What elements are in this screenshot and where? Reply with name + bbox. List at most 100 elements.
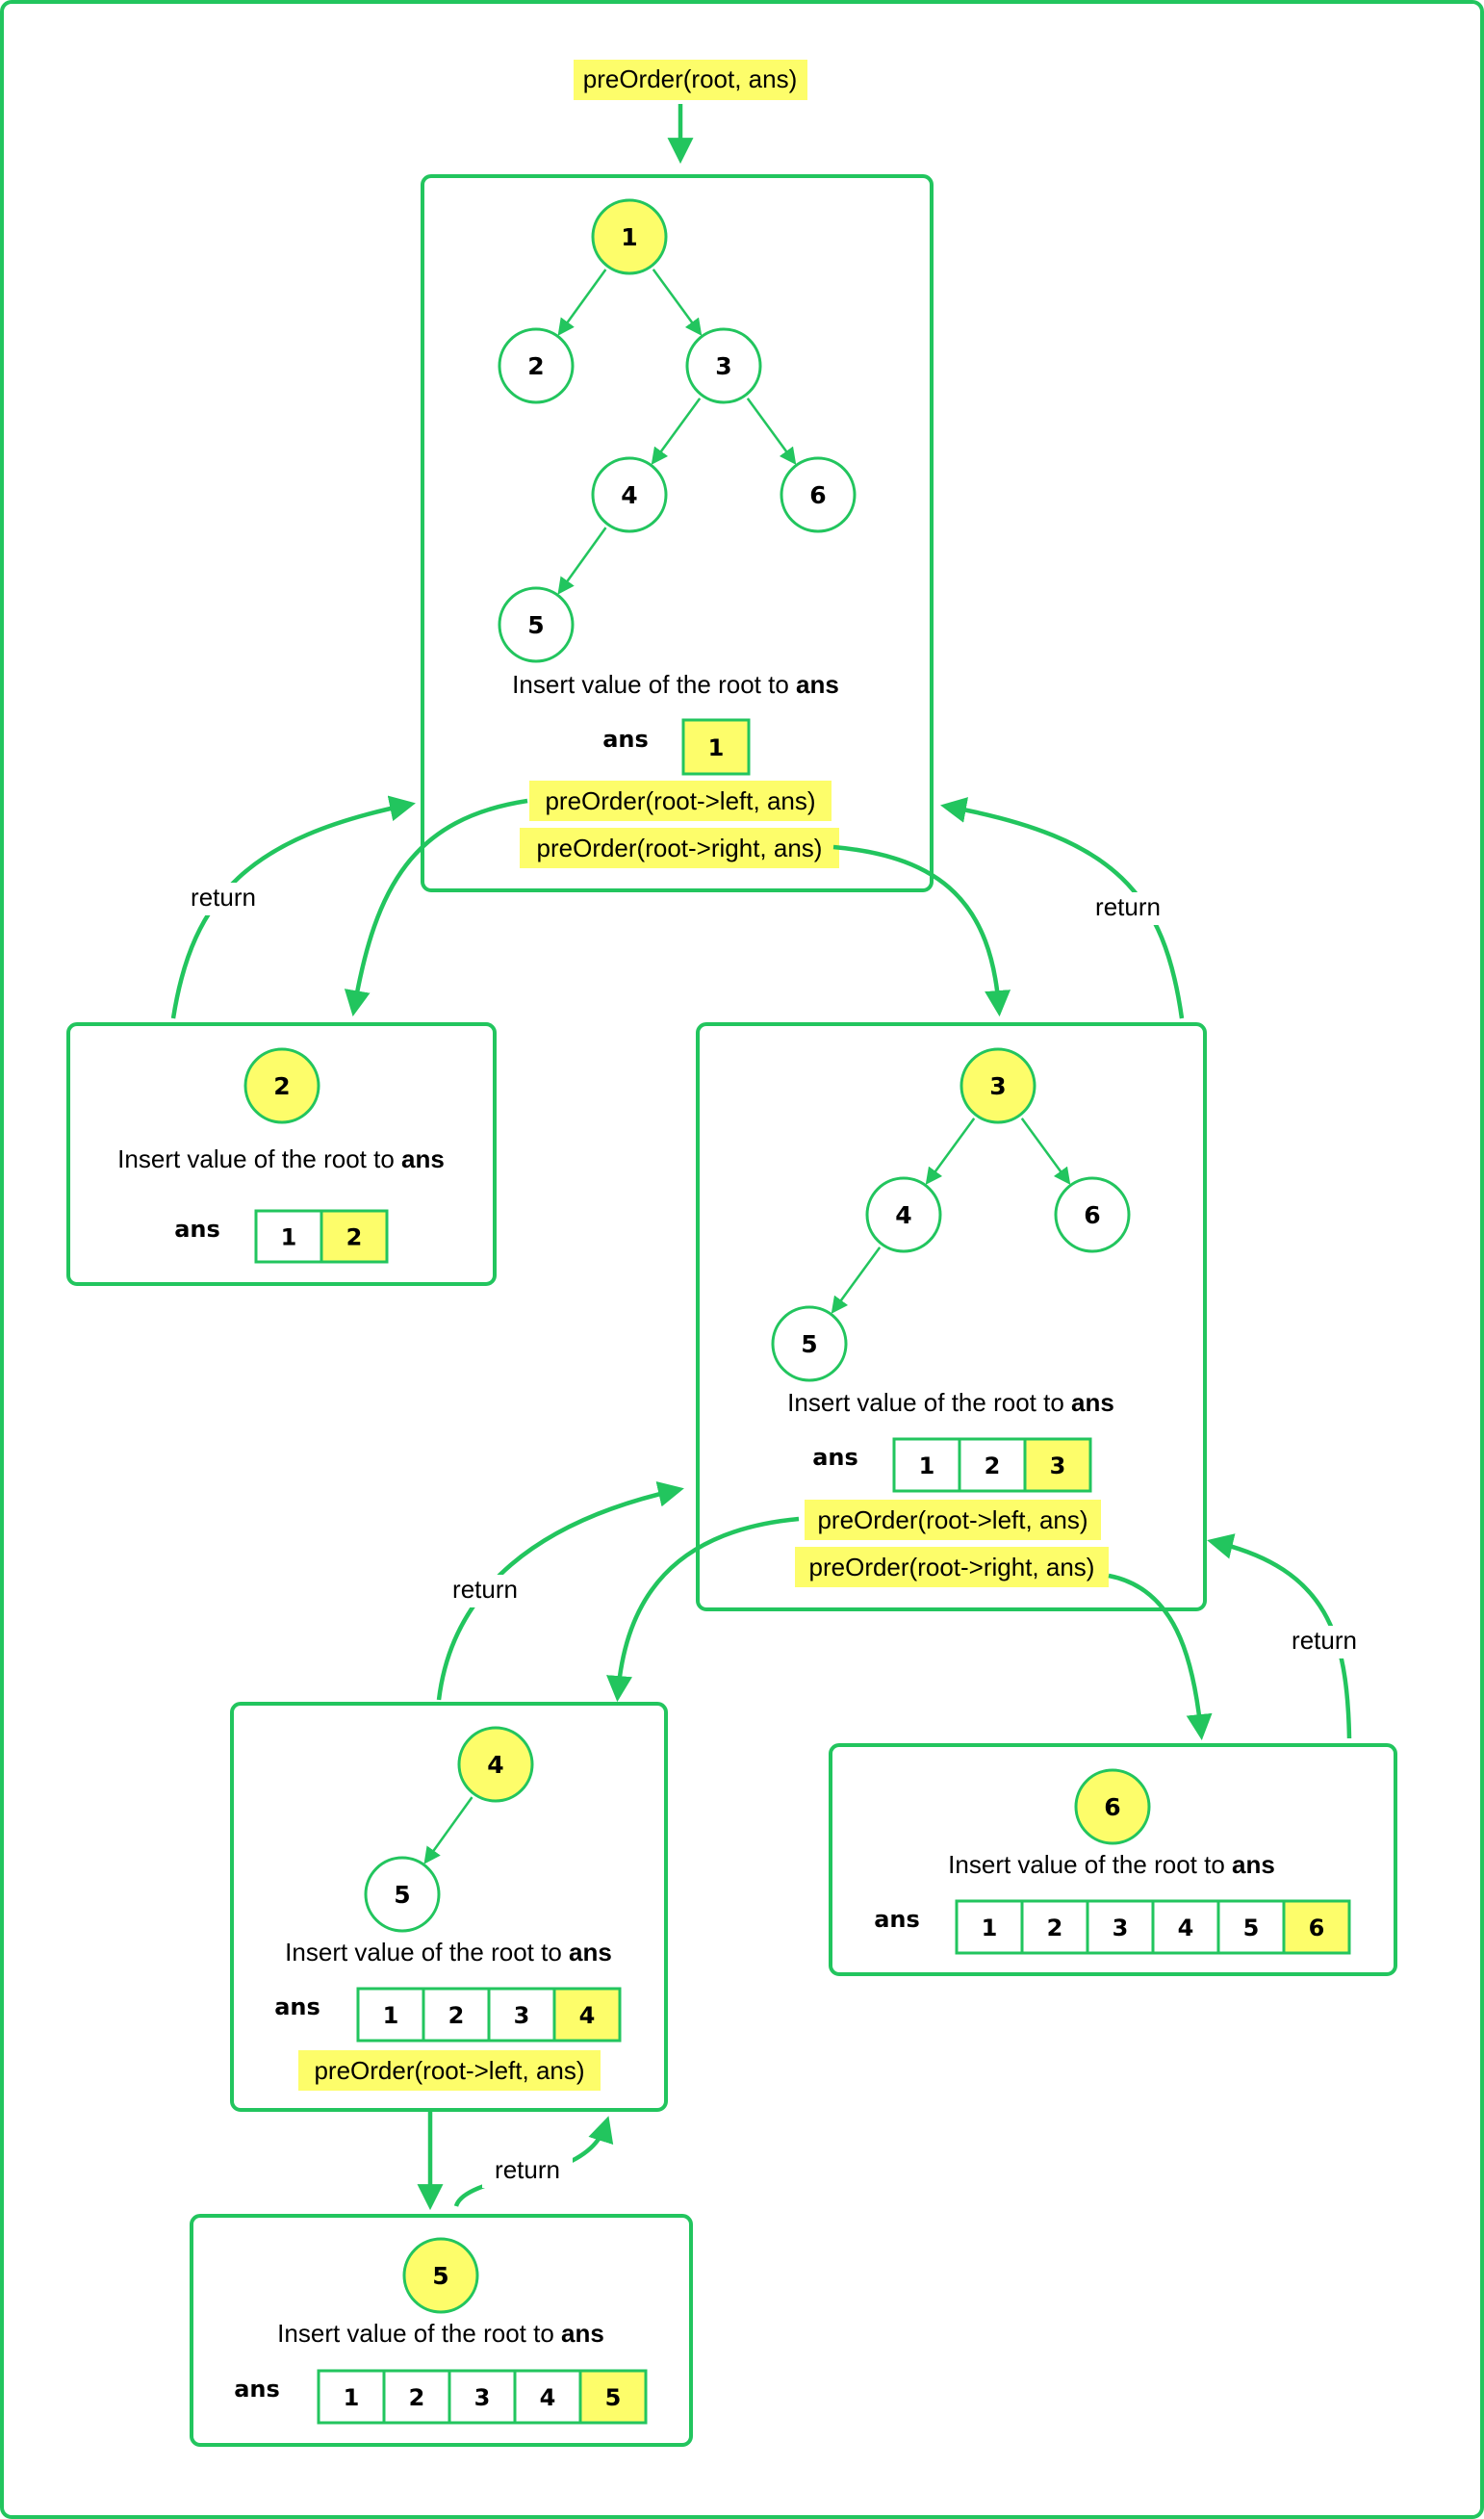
return-label: return [191, 883, 256, 912]
insert-caption-text: Insert value of the root to [512, 670, 796, 699]
tree-node-circle [591, 456, 668, 533]
return-arrow-3 [940, 797, 1185, 1019]
insert-caption-text: Insert value of the root to [285, 1938, 569, 1966]
return-label-bg [1279, 1626, 1369, 1658]
insert-caption-bold: ans [796, 670, 839, 699]
entry-call: preOrder(root, ans) [574, 60, 807, 100]
tree-node-value: 5 [432, 2262, 448, 2290]
ans-cell-value: 3 [474, 2384, 491, 2411]
tree-node-value: 1 [621, 223, 637, 251]
call-arrow-left-3 [606, 1516, 800, 1703]
tree-edge [557, 269, 607, 336]
tree-node-3: 3 [685, 327, 762, 404]
tree-edge [831, 1247, 882, 1314]
tree-node-3: 3 [959, 1047, 1036, 1124]
tree-node-value: 5 [527, 611, 544, 639]
ans-cell: 1 [892, 1437, 961, 1493]
tree-node-circle [243, 1047, 320, 1124]
ans-cell-value: 1 [708, 734, 725, 761]
ans-label: ans [234, 2376, 280, 2403]
ans-cell-value: 4 [540, 2384, 556, 2411]
tree-node-value: 6 [809, 481, 826, 509]
tree-node-value: 4 [487, 1751, 503, 1779]
tree-node-circle [780, 456, 857, 533]
insert-caption-bold: ans [1232, 1850, 1275, 1879]
tree-node-6: 6 [780, 456, 857, 533]
ans-label: ans [874, 1906, 920, 1933]
call-frame-box [696, 1022, 1207, 1611]
tree-node-4: 4 [865, 1176, 942, 1253]
ans-cell-value: 1 [982, 1915, 998, 1941]
call-frame-box [230, 1702, 668, 2112]
call-label: preOrder(root->left, ans) [545, 786, 815, 815]
tree-node-circle [771, 1305, 848, 1382]
insert-caption-bold: ans [401, 1144, 445, 1173]
insert-caption-bold: ans [569, 1938, 612, 1966]
tree-edge [651, 398, 702, 465]
ans-cell-value: 3 [514, 2002, 530, 2029]
ans-cell: 1 [356, 1987, 425, 2043]
call-label: preOrder(root->left, ans) [314, 2056, 584, 2085]
tree-node-circle [1074, 1768, 1151, 1845]
ans-cell: 3 [448, 2369, 517, 2425]
call-highlight [520, 828, 839, 868]
ans-cell-value: 2 [409, 2384, 425, 2411]
ans-cell-box [578, 2369, 648, 2425]
call-frame-box [66, 1022, 497, 1286]
tree-node-circle [959, 1047, 1036, 1124]
entry-call-label: preOrder(root, ans) [583, 64, 798, 93]
call-frame-box [190, 2214, 693, 2447]
ans-cell-value: 3 [1113, 1915, 1129, 1941]
call-arrow-right-3 [1108, 1573, 1213, 1741]
insert-caption: Insert value of the root to ans [285, 1938, 612, 1966]
tree-edge [557, 527, 607, 595]
ans-cell-value: 5 [605, 2384, 622, 2411]
ans-cell: 5 [578, 2369, 648, 2425]
ans-label: ans [812, 1444, 858, 1471]
ans-cell-value: 3 [1050, 1452, 1066, 1479]
ans-cell-value: 4 [1178, 1915, 1194, 1941]
tree-node-5: 5 [364, 1856, 441, 1933]
ans-cell: 1 [317, 2369, 386, 2425]
ans-cell-box [320, 1209, 389, 1264]
tree-node-5: 5 [771, 1305, 848, 1382]
ans-cell: 2 [422, 1987, 491, 2043]
insert-caption-text: Insert value of the root to [117, 1144, 401, 1173]
ans-cell: 2 [1020, 1899, 1089, 1955]
tree-edge [652, 269, 703, 336]
return-label-bg [1083, 892, 1173, 925]
ans-cell-box [1151, 1899, 1220, 1955]
ans-cell: 3 [1086, 1899, 1155, 1955]
tree-node-value: 2 [273, 1072, 290, 1100]
call-label: preOrder(root->right, ans) [809, 1553, 1095, 1581]
tree-node-circle [498, 327, 575, 404]
tree-node-1: 1 [591, 198, 668, 275]
ans-cell-box [487, 1987, 556, 2043]
ans-label: ans [602, 726, 649, 753]
tree-node-5: 5 [498, 586, 575, 663]
tree-node-value: 3 [715, 352, 731, 380]
ans-cell-box [552, 1987, 622, 2043]
tree-node-value: 5 [394, 1881, 410, 1909]
ans-cell-box [958, 1437, 1027, 1493]
ans-cell: 1 [955, 1899, 1024, 1955]
tree-edge [925, 1118, 976, 1185]
ans-cell: 1 [681, 718, 751, 776]
entry-call-highlight [574, 60, 807, 100]
tree-node-2: 2 [243, 1047, 320, 1124]
ans-cell: 5 [1216, 1899, 1286, 1955]
tree-node-value: 3 [989, 1072, 1006, 1100]
call-right: preOrder(root->right, ans) [520, 828, 839, 868]
ans-cell-value: 2 [346, 1224, 363, 1251]
ans-cell: 4 [552, 1987, 622, 2043]
call-label: preOrder(root->right, ans) [537, 834, 823, 862]
call-highlight [298, 2050, 601, 2091]
